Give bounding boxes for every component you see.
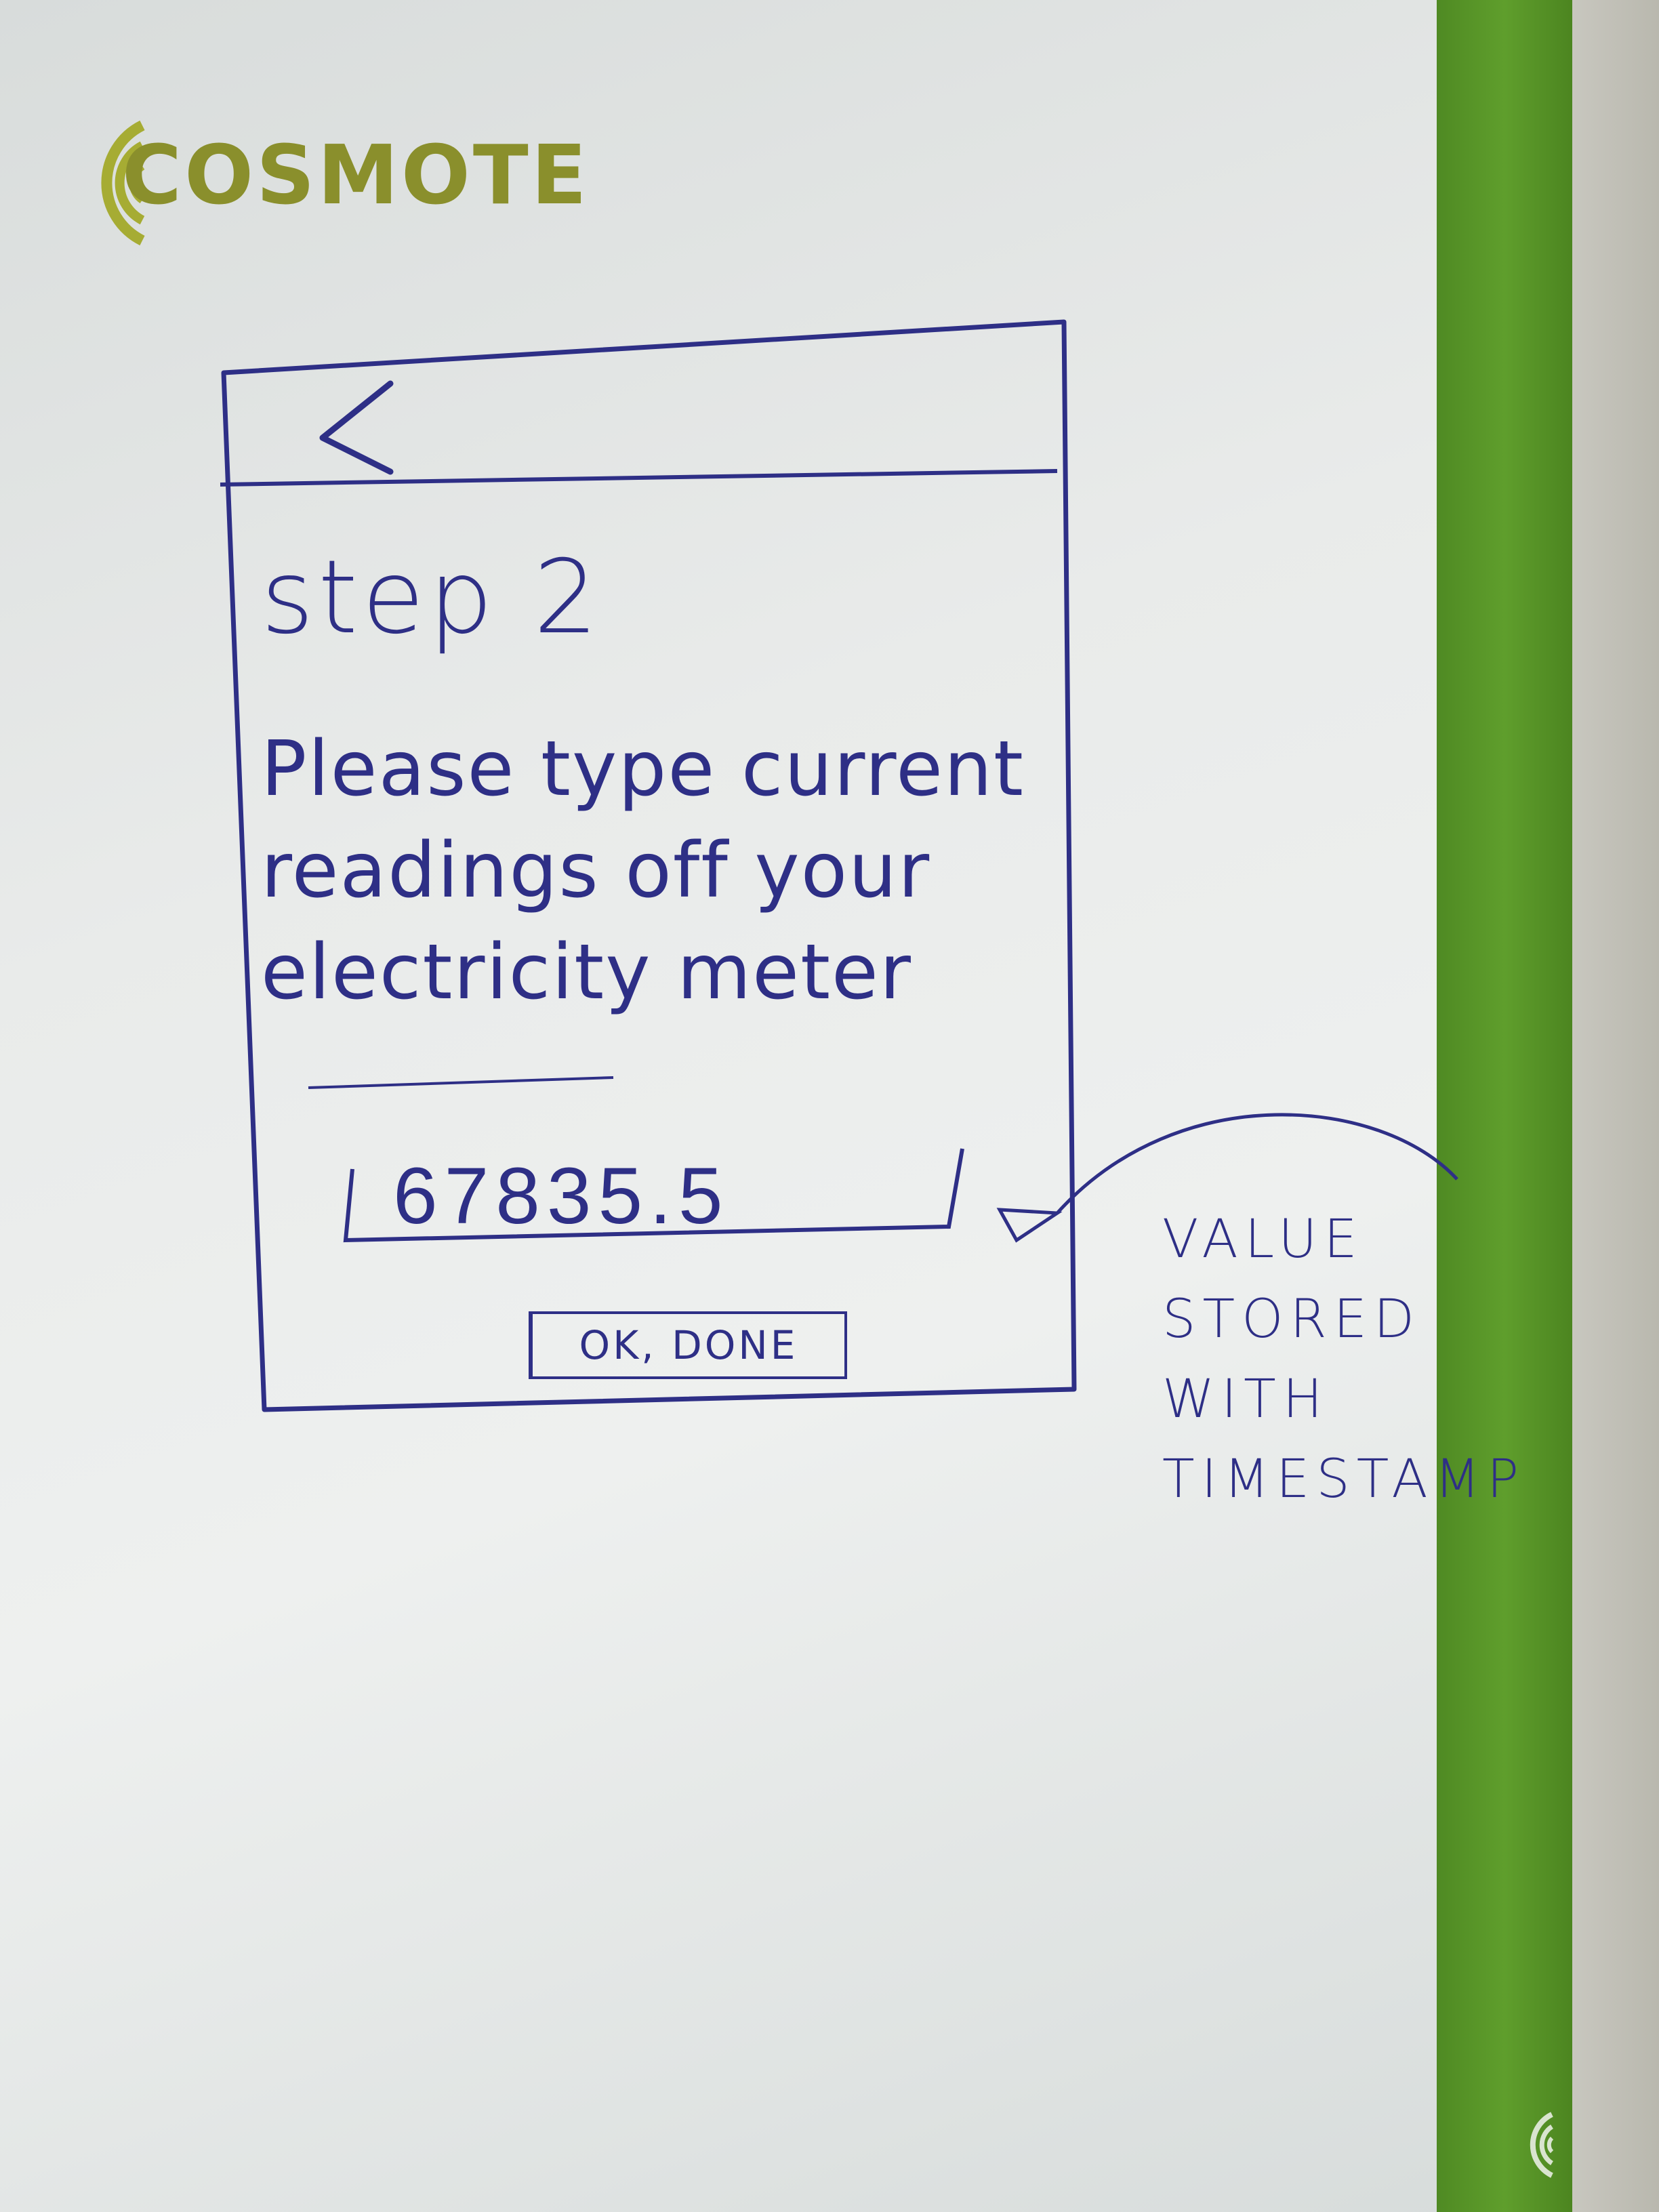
back-button[interactable] bbox=[298, 376, 407, 478]
ok-done-button[interactable]: OK, DONE bbox=[529, 1311, 847, 1379]
annotation-arrow-head-icon bbox=[996, 1208, 1063, 1243]
header-divider bbox=[220, 469, 1058, 487]
meter-underline bbox=[308, 1076, 614, 1089]
annotation-note: VALUE STORED WITH TIMESTAMP bbox=[1162, 1209, 1526, 1510]
annotation-arrow-line bbox=[1056, 1113, 1458, 1214]
cosmote-waves-icon bbox=[101, 120, 145, 246]
meter-reading-input[interactable] bbox=[352, 1155, 949, 1237]
step-title: step 2 bbox=[261, 539, 602, 657]
cosmote-corner-icon bbox=[1530, 2112, 1554, 2178]
phone-frame bbox=[221, 319, 1077, 1412]
logo-text: COSMOTE bbox=[122, 129, 590, 223]
chevron-left-icon bbox=[319, 380, 394, 475]
cosmote-logo: COSMOTE bbox=[41, 102, 587, 264]
green-folder-strip bbox=[1437, 0, 1572, 2212]
paper-edge bbox=[1572, 0, 1659, 2212]
instruction-text: Please type current readings off your el… bbox=[261, 725, 1025, 1017]
